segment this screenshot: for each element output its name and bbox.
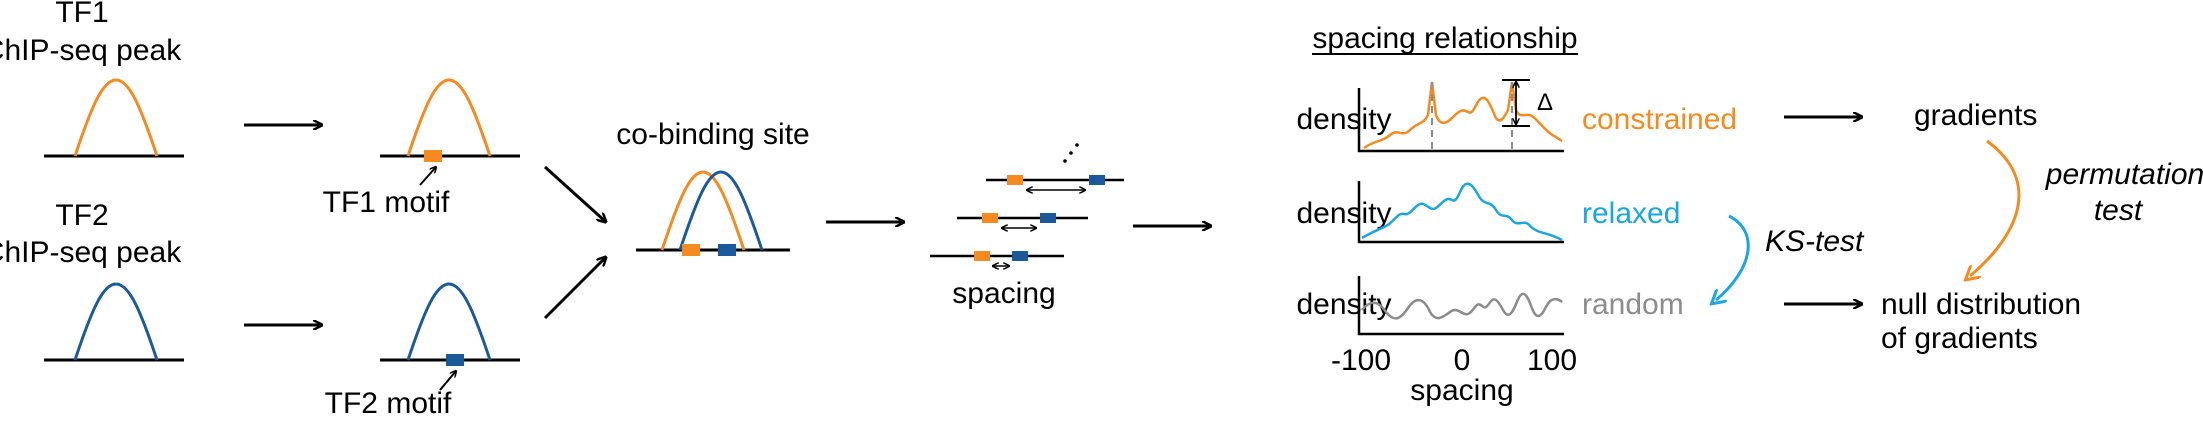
tf2-title-line1: TF2 (55, 199, 108, 232)
gradients-label: gradients (1914, 99, 2037, 132)
tf1-motif-peak-curve (406, 78, 492, 157)
ks-test-label: KS-test (1765, 225, 1865, 258)
tf2-motif-label: TF2 motif (325, 387, 452, 416)
null-distribution-line2: of gradients (1881, 322, 2038, 355)
section-title: spacing relationship (1312, 22, 1577, 55)
spacing-label: spacing (952, 277, 1055, 310)
tf1-title-line2: ChIP-seq peak (0, 34, 182, 67)
x-tick: 100 (1527, 344, 1577, 377)
x-tick: -100 (1331, 344, 1391, 377)
tf1-motif-box (424, 150, 442, 162)
density-axes (1357, 88, 1564, 336)
diagonal-arrow-icon (543, 165, 606, 222)
permutation-label-line2: test (2094, 194, 2144, 227)
x-axis-label: spacing (1410, 374, 1513, 407)
constrained-density-curve (1363, 81, 1563, 150)
density-label-constrained: density (1296, 103, 1391, 136)
random-density-curve (1361, 292, 1563, 320)
constrained-label: constrained (1582, 103, 1737, 136)
null-distribution-line1: null distribution (1881, 288, 2081, 321)
permutation-label-line1: permutation (2045, 158, 2203, 191)
curved-arrow-icon (1716, 214, 1750, 300)
relaxed-label: relaxed (1582, 197, 1680, 230)
cobinding-tf2-motif (718, 244, 736, 256)
pointer-arrow-icon (439, 371, 456, 391)
tf2-peak-curve (73, 282, 159, 361)
tf2-motif-peak-curve (406, 282, 492, 361)
cobinding-tf1-motif (682, 244, 700, 256)
density-label-random: density (1296, 288, 1391, 321)
delta-label: Δ (1537, 89, 1553, 116)
spacing-examples (930, 175, 1124, 266)
pointer-arrow-icon (419, 167, 436, 186)
relaxed-density-curve (1361, 182, 1563, 242)
diagonal-arrow-icon (543, 257, 606, 320)
tf2-motif-box (446, 354, 464, 366)
random-label: random (1582, 288, 1684, 321)
density-label-relaxed: density (1296, 197, 1391, 230)
x-tick: 0 (1454, 344, 1471, 377)
cobinding-tf2-curve (678, 170, 764, 251)
ellipsis-icon (1063, 143, 1079, 163)
tf1-peak-curve (73, 78, 159, 157)
cobinding-label: co-binding site (616, 118, 809, 151)
tf1-motif-label: TF1 motif (323, 186, 450, 219)
curved-arrow-icon (1970, 139, 2021, 276)
tf1-title-line1: TF1 (55, 0, 108, 29)
cobinding-tf1-curve (660, 170, 746, 251)
tf2-title-line2: ChIP-seq peak (0, 236, 182, 269)
